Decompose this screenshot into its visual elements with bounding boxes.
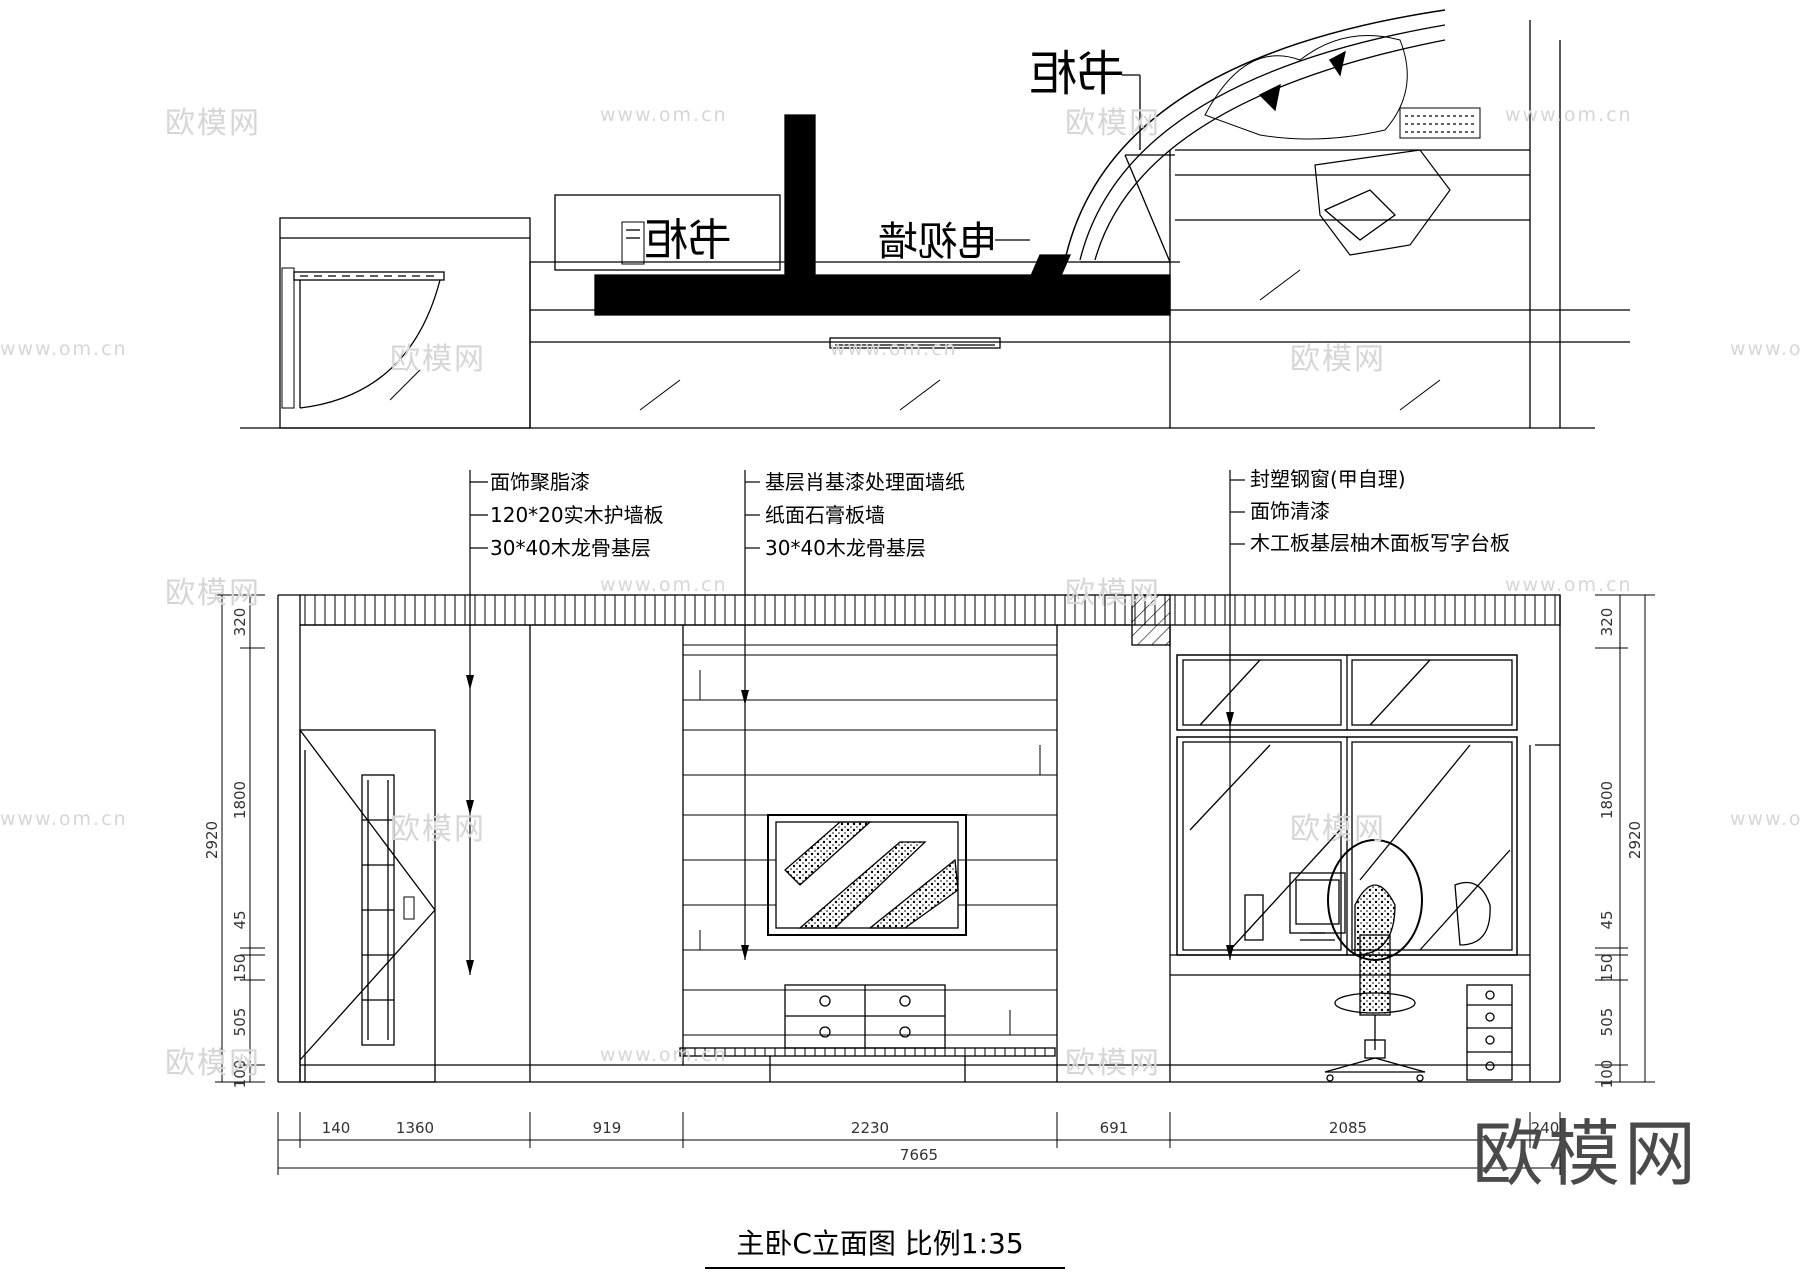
plan-view (240, 9, 1630, 429)
note-middle-3: 30*40木龙骨基层 (765, 536, 926, 560)
dim-v-left-total: 2920 (203, 821, 221, 859)
note-left-3: 30*40木龙骨基层 (490, 536, 651, 560)
dim-h-240: 240 (1531, 1119, 1560, 1137)
dim-v-right-100: 100 (1598, 1060, 1616, 1089)
dim-h-2230: 2230 (851, 1119, 889, 1137)
dim-v-left-100: 100 (231, 1060, 249, 1089)
dim-v-right-150: 150 (1598, 954, 1616, 983)
dim-v-right-45: 45 (1598, 910, 1616, 929)
dim-h-919: 919 (593, 1119, 622, 1137)
dim-v-left-505: 505 (231, 1008, 249, 1037)
dim-v-left-1800: 1800 (231, 781, 249, 819)
dim-h-140: 140 (322, 1119, 351, 1137)
dim-v-right-1800: 1800 (1598, 781, 1616, 819)
note-middle-1: 基层肖基漆处理面墙纸 (765, 470, 965, 494)
dim-v-left-150: 150 (231, 954, 249, 983)
dim-v-right-total: 2920 (1626, 821, 1644, 859)
note-left-1: 面饰聚脂漆 (490, 470, 590, 494)
dim-h-1360: 1360 (396, 1119, 434, 1137)
brand-logo: 欧模网 (1471, 1112, 1700, 1196)
plan-bookcase-label-left: 书柜 (644, 215, 732, 266)
note-right-2: 面饰清漆 (1250, 499, 1330, 523)
dim-v-left-320: 320 (231, 608, 249, 637)
note-right-3: 木工板基层柚木面板写字台板 (1250, 531, 1510, 555)
plan-bookcase-label-top: 书柜 (1029, 46, 1125, 102)
drawing-title: 主卧C立面图 比例1:35 (736, 1227, 1023, 1260)
plan-tv-wall-label: 电视墙 (878, 219, 998, 265)
dim-v-right-320: 320 (1598, 608, 1616, 637)
note-right-1: 封塑钢窗(甲自理) (1250, 467, 1406, 491)
dimension-lines (215, 594, 1655, 1175)
dim-h-691: 691 (1100, 1119, 1129, 1137)
note-left-2: 120*20实木护墙板 (490, 503, 664, 527)
dim-v-right-505: 505 (1598, 1008, 1616, 1037)
dim-h-2085: 2085 (1329, 1119, 1367, 1137)
note-middle-2: 纸面石膏板墙 (765, 503, 885, 527)
leader-arrows (466, 675, 1234, 975)
dim-total-width: 7665 (900, 1146, 938, 1164)
dim-v-left-45: 45 (231, 910, 249, 929)
elevation-view (277, 594, 1561, 1083)
